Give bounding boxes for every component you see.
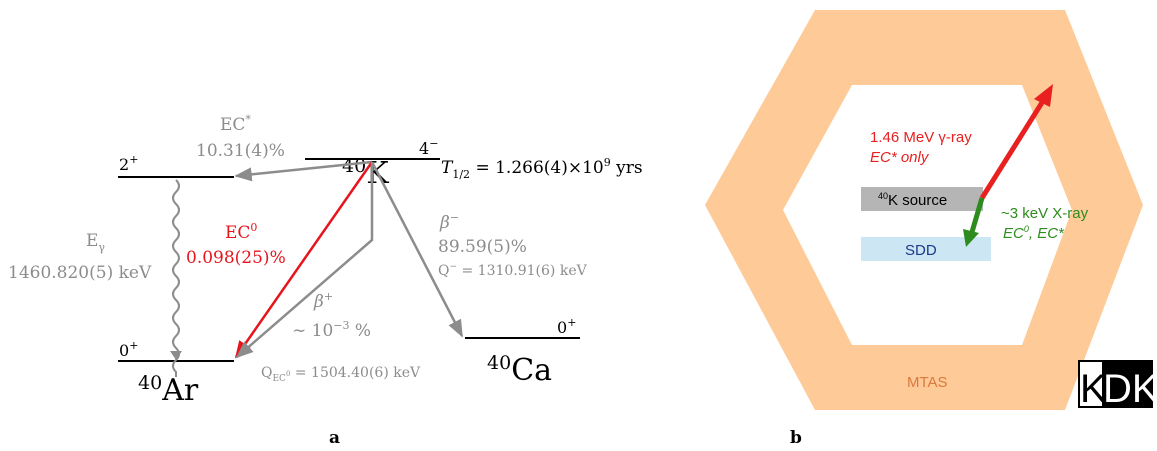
- gamma-ray-arrowhead: [1034, 84, 1053, 107]
- gamma-ray-arrow: [979, 99, 1046, 200]
- beta-plus-ratio: ∼ 10−3 %: [292, 319, 371, 341]
- panel-b: MTAS 40K source SDD 1.46 MeV γ-ray EC* o…: [705, 10, 1157, 448]
- kdk-logo: K DK: [1078, 360, 1157, 411]
- ar40-label: 40Ar: [138, 372, 199, 408]
- ec0-label: EC0: [225, 221, 257, 243]
- gamma-arrowhead: [170, 351, 182, 360]
- panel-a: 40K 4− T1/2 = 1.266(4)×109 yrs 2+ 0+ 40A…: [8, 113, 643, 448]
- panel-a-label: a: [329, 428, 340, 448]
- kdk-logo-right: DK: [1103, 367, 1157, 411]
- beta-minus-label: β−: [439, 211, 459, 233]
- ec0-percent: 0.098(25)%: [186, 248, 286, 268]
- mtas-detector: [705, 10, 1143, 410]
- beta-minus-percent: 89.59(5)%: [438, 237, 527, 257]
- ec-star-label: EC*: [220, 113, 251, 135]
- ar-ground-spin: 0+: [119, 339, 138, 360]
- half-life-text: T1/2 = 1.266(4)×109 yrs: [441, 156, 643, 181]
- beta-plus-arrow: [235, 162, 374, 359]
- ec-star-percent: 10.31(4)%: [196, 141, 285, 161]
- ar-excited-spin: 2+: [119, 153, 138, 174]
- beta-plus-label: β+: [313, 290, 333, 312]
- xray-sub: EC0, EC*: [1003, 224, 1065, 242]
- gamma-wavy-arrow: [172, 179, 180, 377]
- kdk-logo-left: K: [1080, 367, 1107, 411]
- k40-source: [861, 187, 983, 211]
- gamma-ray-label: 1.46 MeV γ-ray: [870, 129, 972, 146]
- k40-source-label: 40K source: [878, 191, 947, 209]
- mtas-label: MTAS: [907, 374, 948, 391]
- k40-spin: 4−: [419, 137, 438, 158]
- ec0-arrow: [234, 161, 374, 359]
- xray-arrow: [969, 197, 985, 233]
- beta-minus-arrow: [370, 161, 464, 338]
- xray-label: ~3 keV X-ray: [1001, 205, 1089, 222]
- ec-star-arrow: [234, 160, 373, 182]
- xray-arrowhead: [963, 229, 979, 247]
- sdd-label: SDD: [905, 242, 937, 259]
- beta-minus-q: Q− = 1310.91(6) keV: [438, 262, 588, 279]
- gamma-ray-sub: EC* only: [870, 149, 930, 166]
- ca40-spin: 0+: [557, 316, 576, 337]
- ca40-label: 40Ca: [487, 352, 552, 388]
- panel-b-label: b: [790, 428, 802, 448]
- q-ec0-value: QEC0 = 1504.40(6) keV: [261, 365, 421, 384]
- gamma-label: Eγ: [86, 231, 105, 254]
- gamma-energy: 1460.820(5) keV: [8, 263, 152, 283]
- k40-mass: 40: [342, 155, 366, 177]
